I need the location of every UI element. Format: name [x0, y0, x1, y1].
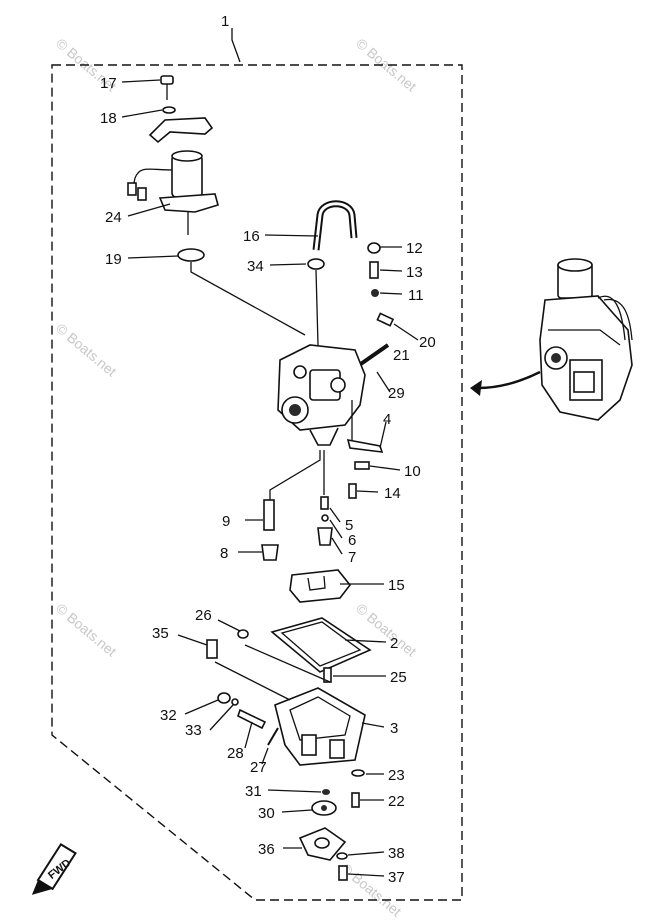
thermal-valve-24 — [127, 150, 219, 235]
callout-23: 23 — [388, 767, 405, 784]
callout-37: 37 — [388, 869, 405, 886]
screw-17 — [160, 75, 174, 100]
gasket-2 — [270, 617, 372, 673]
bracket — [148, 117, 214, 144]
callout-22: 22 — [388, 793, 405, 810]
callout-21: 21 — [393, 347, 410, 364]
main-jet-7 — [317, 527, 333, 546]
plug-11 — [371, 289, 379, 297]
screw-37 — [338, 865, 348, 881]
washer-23 — [351, 769, 365, 777]
installed-view-inset — [539, 258, 633, 421]
callout-30: 30 — [258, 805, 275, 822]
callout-3: 3 — [390, 720, 398, 737]
callout-numbers: 1 17 18 24 19 16 34 12 13 11 20 21 29 4 … — [100, 13, 436, 886]
o-ring-19 — [177, 248, 205, 262]
inset-arrow-head — [470, 380, 482, 396]
clip-34 — [307, 258, 325, 270]
screw-20 — [376, 312, 395, 327]
callout-13: 13 — [406, 264, 423, 281]
screw-28 — [237, 708, 267, 730]
callout-32: 32 — [160, 707, 177, 724]
leader-lines — [121, 79, 419, 877]
fwd-badge: FWD — [31, 842, 77, 895]
callout-15: 15 — [388, 577, 405, 594]
leader-1 — [231, 28, 241, 63]
callout-6: 6 — [348, 532, 356, 549]
needle-valve-9 — [263, 499, 275, 531]
carburetor-parts — [127, 75, 395, 881]
callout-4: 4 — [383, 411, 391, 428]
seat-8 — [261, 544, 279, 561]
callout-35: 35 — [152, 625, 169, 642]
screw-14 — [348, 483, 357, 499]
screw-10 — [354, 461, 370, 470]
callout-36: 36 — [258, 841, 275, 858]
callout-2: 2 — [390, 635, 398, 652]
plug-25 — [323, 667, 332, 683]
callout-25: 25 — [390, 669, 407, 686]
callout-26: 26 — [195, 607, 212, 624]
callout-33: 33 — [185, 722, 202, 739]
callout-18: 18 — [100, 110, 117, 127]
callout-20: 20 — [419, 334, 436, 351]
callout-34: 34 — [247, 258, 264, 275]
callout-16: 16 — [243, 228, 260, 245]
callout-12: 12 — [406, 240, 423, 257]
float-chamber-3 — [274, 687, 366, 766]
pilot-jet-13 — [369, 261, 379, 279]
carburetor-body — [277, 344, 366, 446]
callout-28: 28 — [227, 745, 244, 762]
callout-1: 1 — [221, 13, 229, 30]
callout-19: 19 — [105, 251, 122, 268]
float-15 — [289, 569, 352, 603]
link-4 — [346, 438, 384, 453]
callout-14: 14 — [384, 485, 401, 502]
cap-12 — [367, 242, 381, 254]
washer-33 — [231, 698, 239, 706]
watermark: © Boats.net — [53, 320, 120, 379]
screw-32 — [217, 692, 231, 704]
spring-27 — [267, 727, 279, 746]
callout-9: 9 — [222, 513, 230, 530]
callout-17: 17 — [100, 75, 117, 92]
jet-5 — [320, 496, 329, 510]
plug-26 — [237, 629, 249, 639]
inset-arrow — [477, 370, 541, 390]
assembly-boundary — [51, 64, 463, 901]
callout-8: 8 — [220, 545, 228, 562]
callout-29: 29 — [388, 385, 405, 402]
callout-11: 11 — [408, 287, 424, 304]
washer-38 — [336, 852, 348, 860]
callout-24: 24 — [105, 209, 122, 226]
watermark: © Boats.net — [53, 600, 120, 659]
washer-6 — [321, 514, 329, 522]
callout-5: 5 — [345, 517, 353, 534]
washer-18 — [162, 106, 176, 114]
callout-38: 38 — [388, 845, 405, 862]
watermarks: © Boats.net © Boats.net © Boats.net © Bo… — [53, 35, 420, 919]
pin-35 — [206, 639, 218, 659]
callout-31: 31 — [245, 783, 262, 800]
callout-27: 27 — [250, 759, 267, 776]
callout-10: 10 — [404, 463, 421, 480]
callout-7: 7 — [348, 549, 356, 566]
screw-22 — [351, 792, 360, 808]
o-ring-31 — [322, 789, 330, 795]
